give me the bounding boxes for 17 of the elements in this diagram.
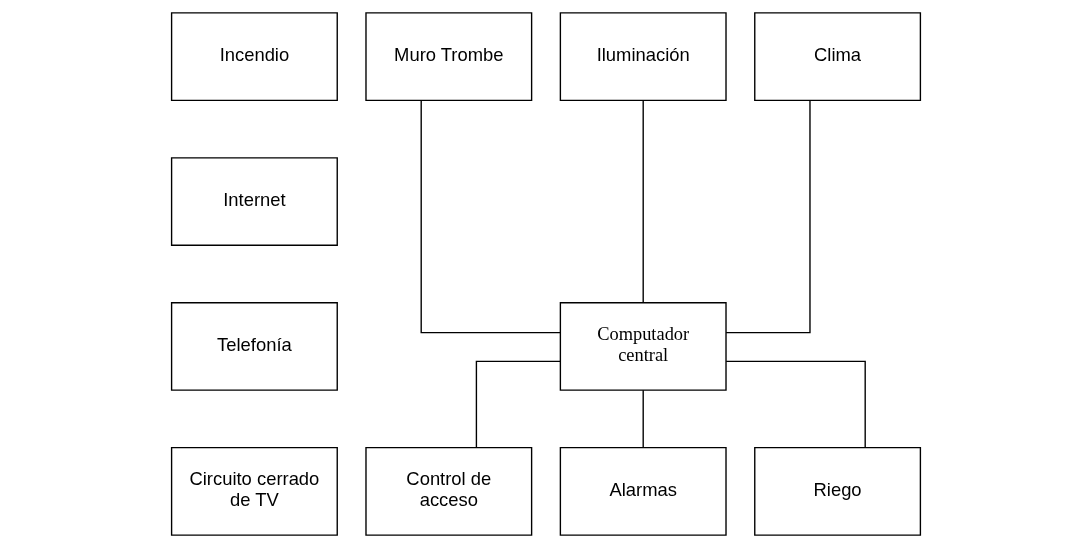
node-box: Alarmas <box>559 447 727 536</box>
node-box: Incendio <box>170 12 338 101</box>
connector <box>420 99 561 334</box>
node-box: Clima <box>753 12 921 101</box>
node-box: Iluminación <box>559 12 727 101</box>
node-box: Circuito cerrado de TV <box>170 447 338 536</box>
node-box: Muro Trombe <box>364 12 532 101</box>
connector <box>724 360 866 449</box>
node-box: Riego <box>753 447 921 536</box>
node-box: Computador central <box>559 302 727 391</box>
node-box: Control de acceso <box>364 447 532 536</box>
connector <box>724 99 811 334</box>
connector <box>642 389 644 449</box>
connector <box>475 360 561 449</box>
node-box: Internet <box>170 157 338 246</box>
connector <box>642 99 644 304</box>
node-box: Telefonía <box>170 302 338 391</box>
